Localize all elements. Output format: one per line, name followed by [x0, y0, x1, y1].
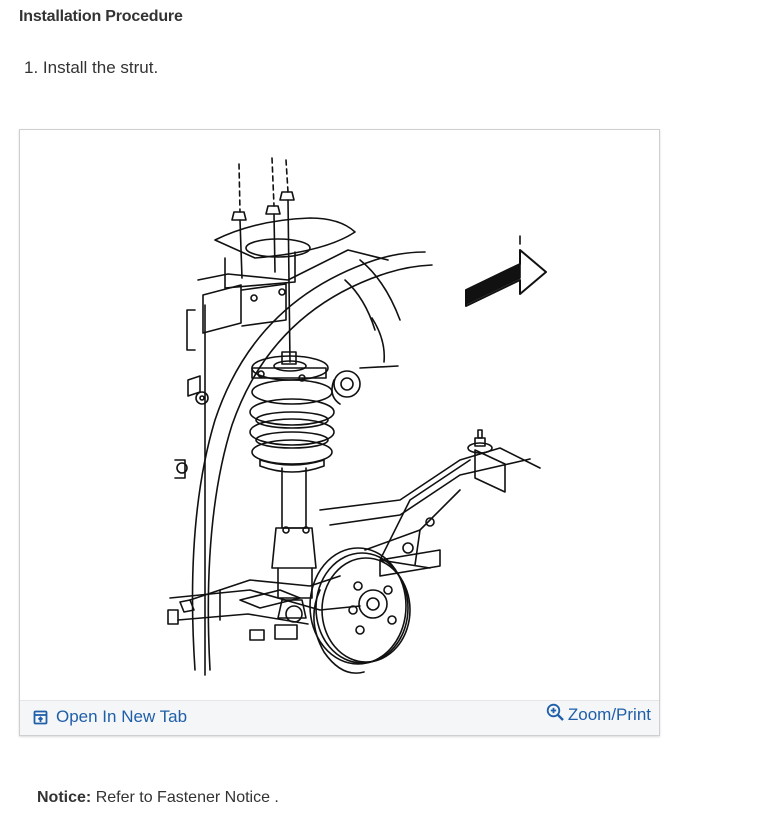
- zoom-print-label: Zoom/Print: [567, 705, 651, 724]
- section-heading: Installation Procedure: [19, 8, 183, 25]
- step-number: 1.: [24, 58, 39, 77]
- open-new-tab-icon: [33, 710, 48, 725]
- step-text: Install the strut.: [42, 58, 159, 77]
- figure-container: Open In New Tab Zoom/Print: [19, 129, 660, 736]
- zoom-in-icon: [546, 703, 565, 722]
- notice-label: Notice:: [37, 789, 92, 806]
- notice-text: Refer to Fastener Notice .: [95, 789, 279, 806]
- notice: Notice: Refer to Fastener Notice .: [37, 789, 279, 807]
- strut-installation-illustration[interactable]: [20, 130, 659, 701]
- zoom-print-link[interactable]: Zoom/Print: [546, 703, 651, 725]
- open-in-new-tab-label: Open In New Tab: [56, 707, 188, 726]
- open-in-new-tab-link[interactable]: Open In New Tab: [33, 707, 187, 727]
- figure-toolbar: Open In New Tab Zoom/Print: [20, 700, 659, 735]
- step-1: 1. Install the strut.: [24, 58, 158, 78]
